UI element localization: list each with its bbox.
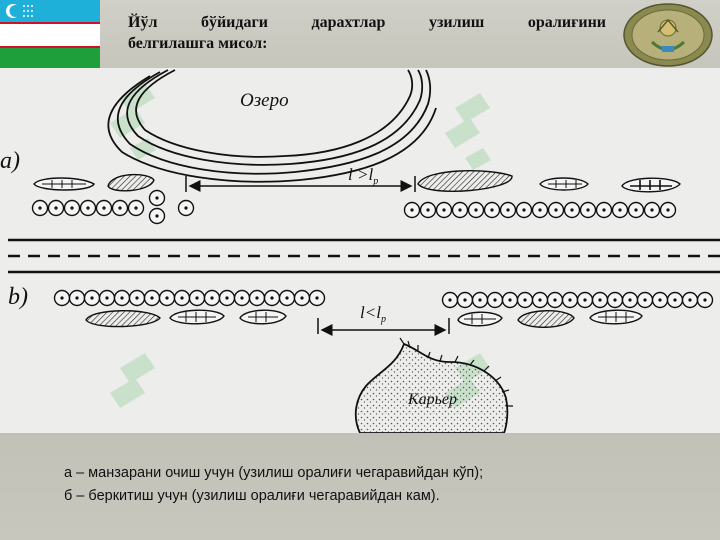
title-line-1: Йўл бўйидаги дарахтлар узилиш оралиғини <box>128 14 606 31</box>
tree-center <box>478 298 482 302</box>
tree-center <box>54 206 58 210</box>
tree-center <box>240 296 244 300</box>
caption: а – манзарани очиш учун (узилиш оралиғи … <box>64 462 483 508</box>
tree-center <box>70 206 74 210</box>
lake-contours <box>107 69 437 183</box>
tree-center <box>703 298 707 302</box>
diagram-panel: Озеро а) b) l >lр <box>0 68 720 434</box>
tree-center <box>458 208 462 212</box>
tree-center <box>490 208 494 212</box>
tree-center <box>134 206 138 210</box>
tree-center <box>442 208 446 212</box>
tree-center <box>658 298 662 302</box>
tree-center <box>315 296 319 300</box>
tree-center <box>90 296 94 300</box>
tree-center <box>75 296 79 300</box>
tree-center <box>586 208 590 212</box>
quarry-label: Карьер <box>407 391 457 408</box>
tree-center <box>86 206 90 210</box>
tree-center <box>180 296 184 300</box>
tree-center <box>613 298 617 302</box>
tree-center <box>155 196 159 200</box>
tree-center <box>102 206 106 210</box>
tree-center <box>673 298 677 302</box>
tree-center <box>650 208 654 212</box>
tree-center <box>523 298 527 302</box>
tree-rows <box>31 189 714 309</box>
gap-a-label: l >lр <box>348 165 378 187</box>
tree-center <box>628 298 632 302</box>
tree-center <box>666 208 670 212</box>
tree-center <box>602 208 606 212</box>
tree-center <box>184 206 188 210</box>
section-a-label: а) <box>0 148 20 174</box>
tree-center <box>538 298 542 302</box>
tree-center <box>553 298 557 302</box>
shrub-groups-b <box>85 309 643 328</box>
tree-center <box>150 296 154 300</box>
tree-center <box>583 298 587 302</box>
road-tree-gap-diagram: Озеро а) b) l >lр <box>0 69 720 434</box>
tree-center <box>598 298 602 302</box>
section-b-label: b) <box>8 284 28 310</box>
tree-center <box>570 208 574 212</box>
shrub-groups-a <box>33 170 681 193</box>
tree-center <box>463 298 467 302</box>
tree-center <box>165 296 169 300</box>
tree-center <box>522 208 526 212</box>
slide-title: Йўл бўйидаги дарахтлар узилиш оралиғини … <box>128 12 606 54</box>
tree-center <box>474 208 478 212</box>
quarry-shape <box>354 342 509 434</box>
tree-center <box>135 296 139 300</box>
tree-center <box>38 206 42 210</box>
caption-line-b: б – беркитиш учун (узилиш оралиғи чегара… <box>64 488 440 504</box>
tree-center <box>105 296 109 300</box>
tree-center <box>118 206 122 210</box>
tree-center <box>300 296 304 300</box>
tree-center <box>426 208 430 212</box>
tree-center <box>554 208 558 212</box>
tree-center <box>225 296 229 300</box>
tree-center <box>634 208 638 212</box>
tree-center <box>285 296 289 300</box>
tree-center <box>270 296 274 300</box>
tree-center <box>538 208 542 212</box>
road <box>8 238 720 274</box>
tree-center <box>506 208 510 212</box>
tree-center <box>195 296 199 300</box>
tree-center <box>120 296 124 300</box>
caption-line-a: а – манзарани очиш учун (узилиш оралиғи … <box>64 465 484 481</box>
state-emblem-icon <box>623 3 713 67</box>
tree-center <box>410 208 414 212</box>
tree-center <box>618 208 622 212</box>
tree-center <box>210 296 214 300</box>
tree-center <box>448 298 452 302</box>
tree-center <box>508 298 512 302</box>
tree-center <box>493 298 497 302</box>
tree-center <box>568 298 572 302</box>
tree-center <box>155 214 159 218</box>
tree-center <box>255 296 259 300</box>
lake-label: Озеро <box>240 90 289 111</box>
title-line-2: белгилашга мисол: <box>128 35 268 52</box>
tree-center <box>60 296 64 300</box>
uzbekistan-flag-icon <box>0 0 100 68</box>
tree-center <box>688 298 692 302</box>
gap-b-label: l<lр <box>360 303 386 325</box>
tree-center <box>643 298 647 302</box>
